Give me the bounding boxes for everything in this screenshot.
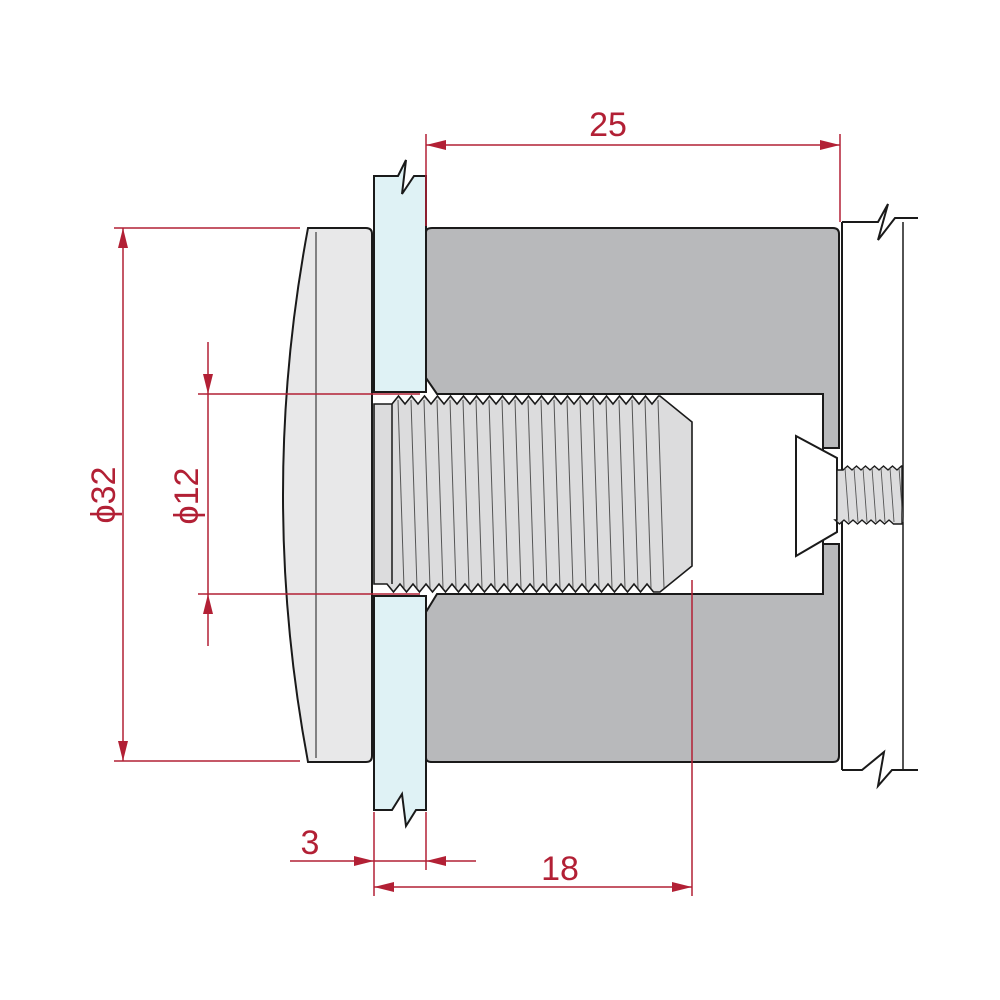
dimension-thread-length-label: 18 xyxy=(541,850,579,888)
glass-panel xyxy=(373,159,427,829)
dimension-outer-diameter-label: ϕ32 xyxy=(85,467,123,524)
countersunk-screw xyxy=(795,434,904,558)
domed-cap xyxy=(282,227,373,763)
dimension-inner-diameter-label: ϕ12 xyxy=(168,468,206,525)
dimension-glass-thickness-label: 3 xyxy=(301,824,320,862)
dimension-length-label: 25 xyxy=(589,106,627,144)
standoff-body xyxy=(425,227,840,763)
screw-thread xyxy=(833,465,904,525)
threaded-bolt xyxy=(373,394,693,594)
dimension-lines xyxy=(114,134,841,896)
